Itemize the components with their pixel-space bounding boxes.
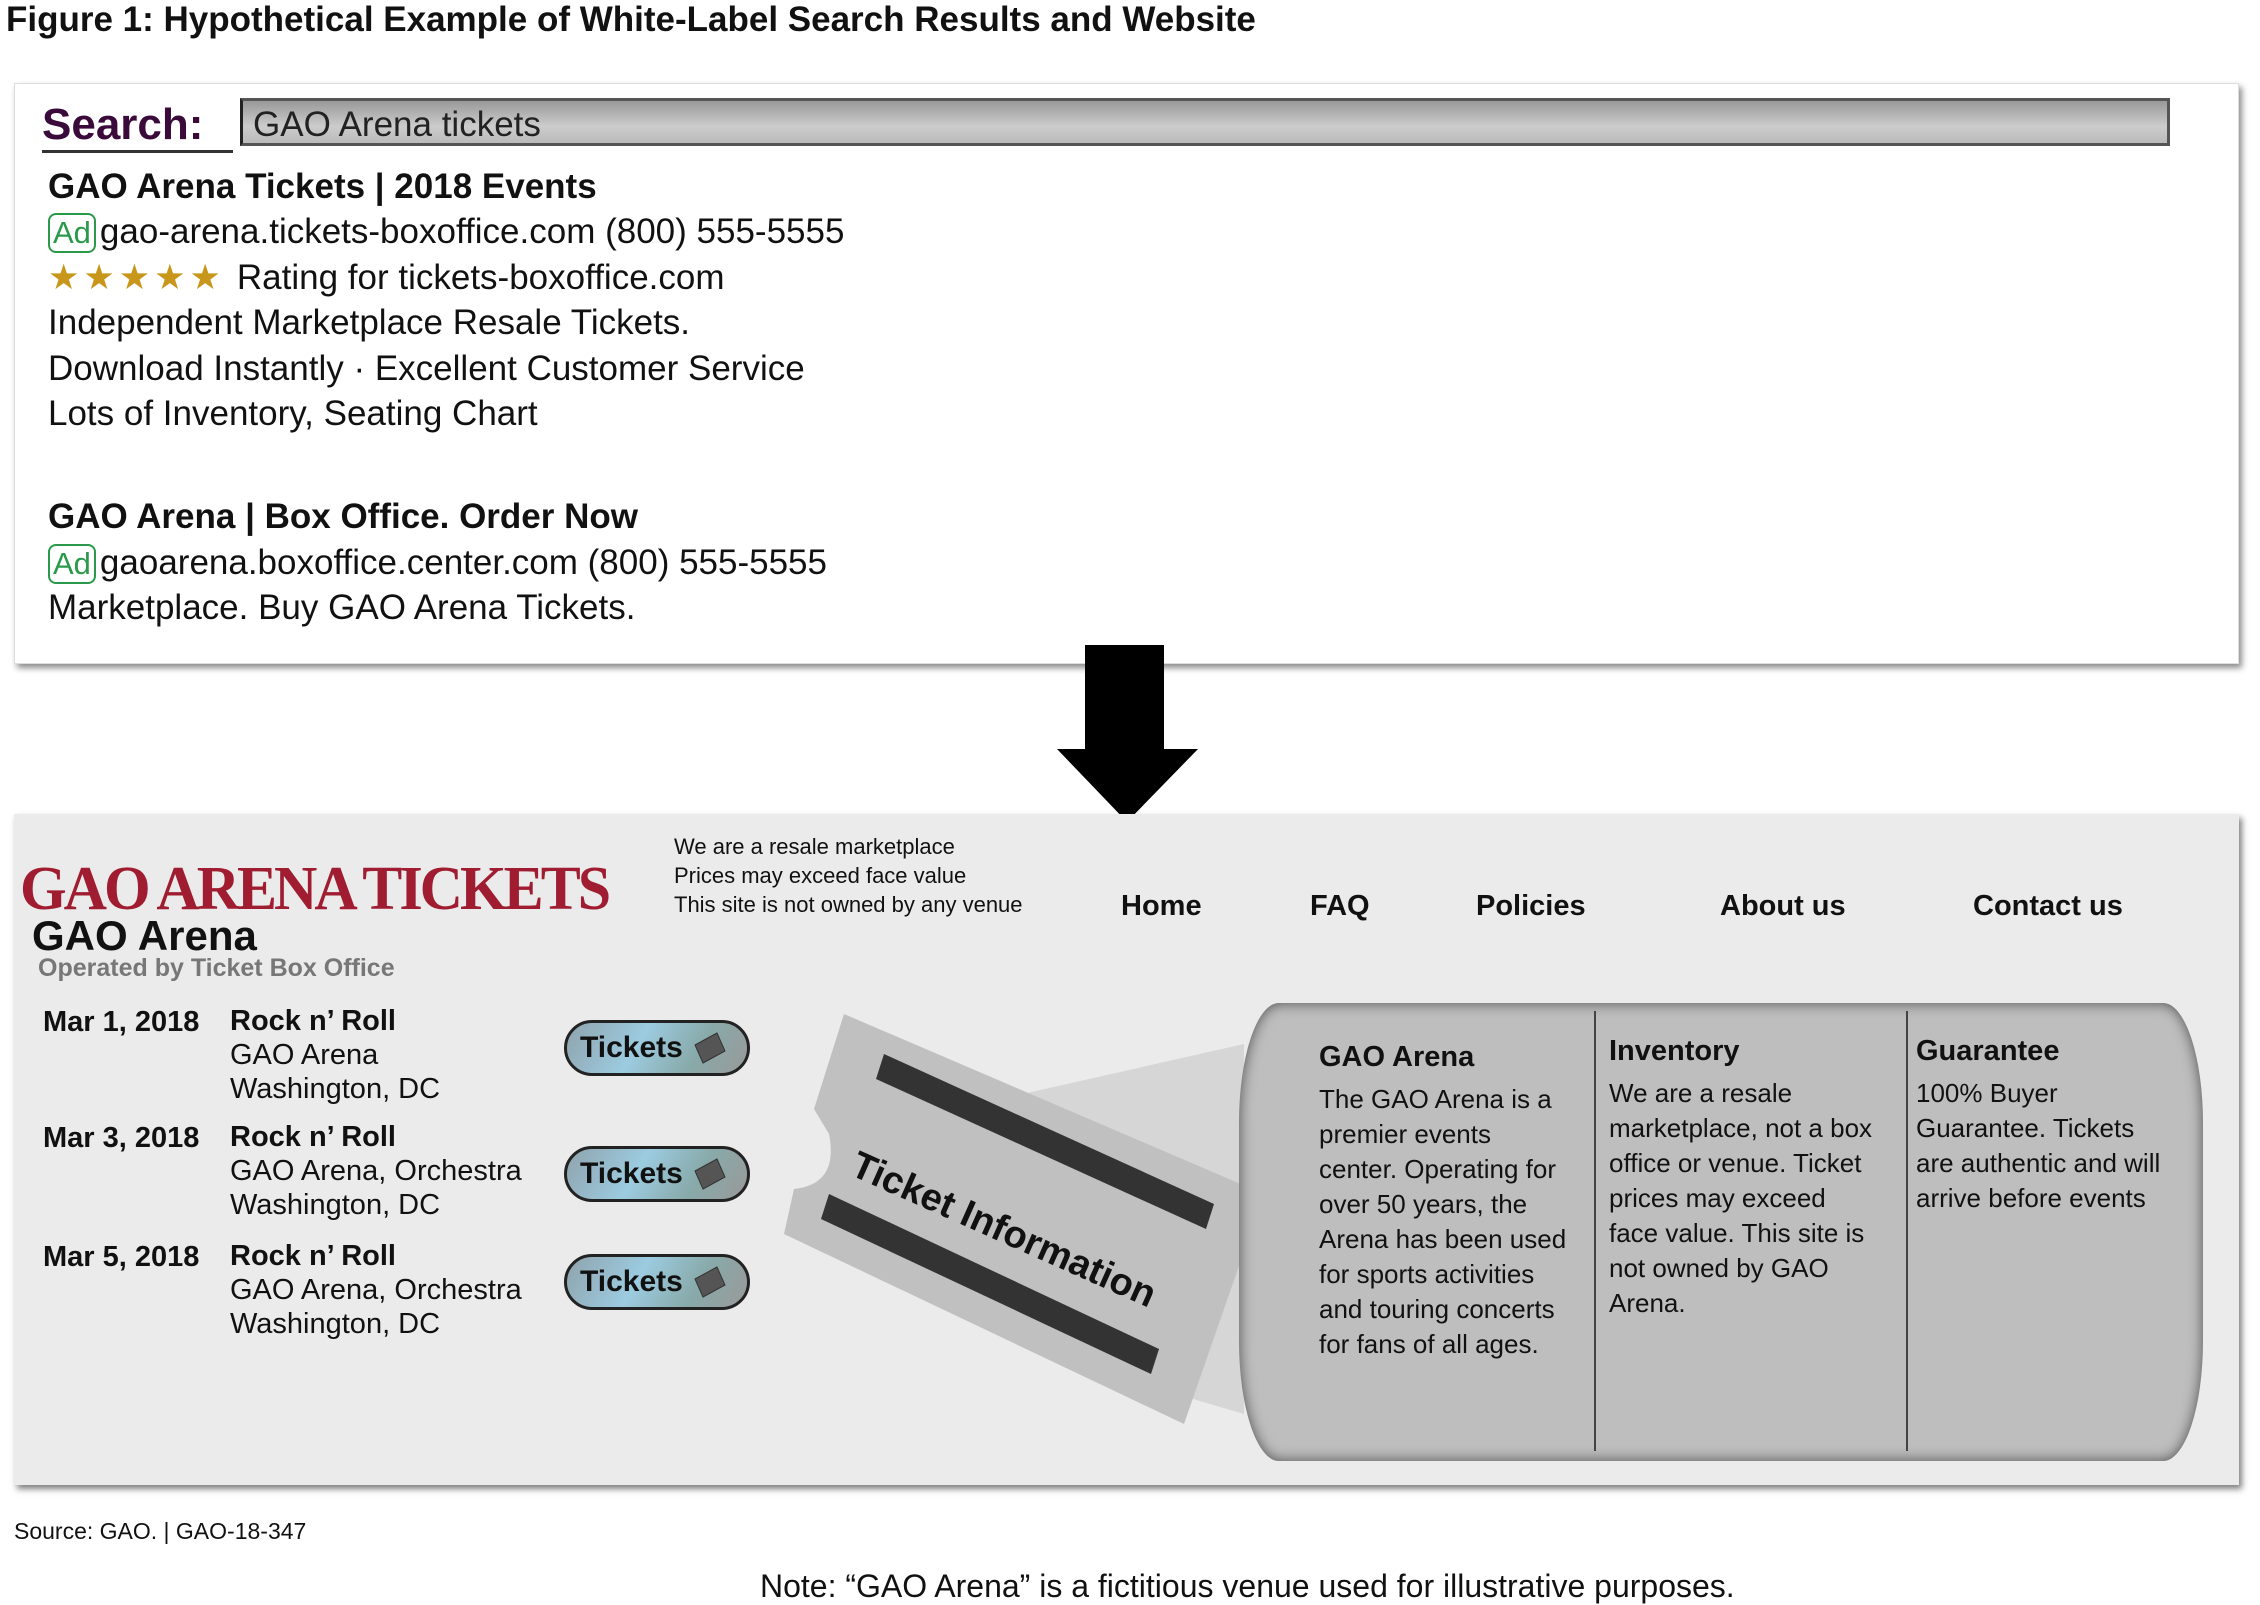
result-2-desc: Marketplace. Buy GAO Arena Tickets. — [48, 588, 636, 627]
event-name: Rock n’ Roll — [230, 1240, 396, 1272]
rating-text: Rating for tickets-boxoffice.com — [236, 258, 725, 297]
site-logo[interactable]: GAO ARENA TICKETS — [20, 853, 611, 923]
tickets-button[interactable]: Tickets — [564, 1146, 750, 1202]
star-rating-icon: ★★★★★ — [48, 258, 225, 297]
ticket-icon — [694, 1032, 726, 1064]
result-1-rating: ★★★★★ Rating for tickets-boxoffice.com — [48, 258, 725, 298]
notice: We are a resale marketplace — [674, 834, 955, 859]
nav-policies[interactable]: Policies — [1476, 890, 1586, 922]
tickets-button-label: Tickets — [580, 1157, 683, 1190]
notice: Prices may exceed face value — [674, 863, 967, 888]
result-1-desc: Download Instantly · Excellent Customer … — [48, 349, 805, 388]
ticket-icon — [694, 1158, 726, 1190]
notice: This site is not owned by any venue — [674, 892, 1023, 917]
venue-name: GAO Arena — [32, 912, 257, 959]
footnote: Note: “GAO Arena” is a fictitious venue … — [760, 1568, 1735, 1604]
down-arrow-icon — [1057, 645, 1198, 822]
result-2-url[interactable]: gaoarena.boxoffice.center.com (800) 555-… — [99, 543, 827, 582]
event-venue: GAO Arena, Orchestra — [230, 1155, 522, 1187]
operated-by: Operated by Ticket Box Office — [38, 954, 395, 982]
event-date: Mar 1, 2018 — [43, 1006, 200, 1038]
event-city: Washington, DC — [230, 1189, 441, 1221]
result-1-desc: Lots of Inventory, Seating Chart — [48, 394, 538, 433]
info-column-guarantee: Guarantee 100% Buyer Guarantee. Tickets a… — [1906, 1035, 2176, 1493]
column-divider — [1906, 1011, 1908, 1451]
event-date: Mar 5, 2018 — [43, 1241, 200, 1273]
info-column-inventory: Inventory We are a resale marketplace, no… — [1609, 1035, 1879, 1493]
nav-contact-us[interactable]: Contact us — [1973, 890, 2123, 922]
event-city: Washington, DC — [230, 1308, 441, 1340]
event-venue: GAO Arena — [230, 1039, 379, 1071]
nav-home[interactable]: Home — [1121, 890, 1202, 922]
figure-title: Figure 1: Hypothetical Example of White-… — [6, 0, 1256, 39]
event-venue: GAO Arena, Orchestra — [230, 1274, 522, 1306]
search-results-panel: Search: GAO Arena tickets GAO Arena Tick… — [14, 83, 2239, 664]
tickets-button[interactable]: Tickets — [564, 1254, 750, 1310]
ticket-graphic — [784, 1014, 1264, 1424]
event-name: Rock n’ Roll — [230, 1005, 396, 1037]
event-name: Rock n’ Roll — [230, 1121, 396, 1153]
info-heading: Guarantee — [1916, 1035, 2060, 1067]
info-body: The GAO Arena is a premier events center… — [1319, 1084, 1567, 1359]
result-1-title[interactable]: GAO Arena Tickets | 2018 Events — [48, 167, 597, 206]
search-input[interactable]: GAO Arena tickets — [240, 98, 2170, 146]
nav-faq[interactable]: FAQ — [1310, 890, 1370, 922]
event-date: Mar 3, 2018 — [43, 1122, 200, 1154]
search-label: Search: — [42, 100, 234, 153]
tickets-button[interactable]: Tickets — [564, 1020, 750, 1076]
result-1-url[interactable]: gao-arena.tickets-boxoffice.com (800) 55… — [99, 212, 845, 251]
column-divider — [1594, 1011, 1596, 1451]
info-body: 100% Buyer Guarantee. Tickets are authen… — [1916, 1078, 2161, 1213]
ticket-shape — [784, 1014, 1264, 1424]
ad-badge: Ad — [48, 213, 96, 253]
source-note: Source: GAO. | GAO-18-347 — [14, 1518, 307, 1544]
event-city: Washington, DC — [230, 1073, 441, 1105]
result-1-desc: Independent Marketplace Resale Tickets. — [48, 303, 691, 342]
info-body: We are a resale marketplace, not a box o… — [1609, 1078, 1873, 1318]
website-mockup: GAO ARENA TICKETS GAO Arena Operated by … — [14, 814, 2239, 1485]
ticket-icon — [694, 1266, 726, 1298]
nav-about-us[interactable]: About us — [1720, 890, 1846, 922]
info-heading: Inventory — [1609, 1035, 1740, 1067]
tickets-button-label: Tickets — [580, 1265, 683, 1298]
result-2-title[interactable]: GAO Arena | Box Office. Order Now — [48, 497, 638, 536]
tickets-button-label: Tickets — [580, 1031, 683, 1064]
ad-badge: Ad — [48, 544, 96, 584]
info-heading: GAO Arena — [1319, 1041, 1475, 1073]
